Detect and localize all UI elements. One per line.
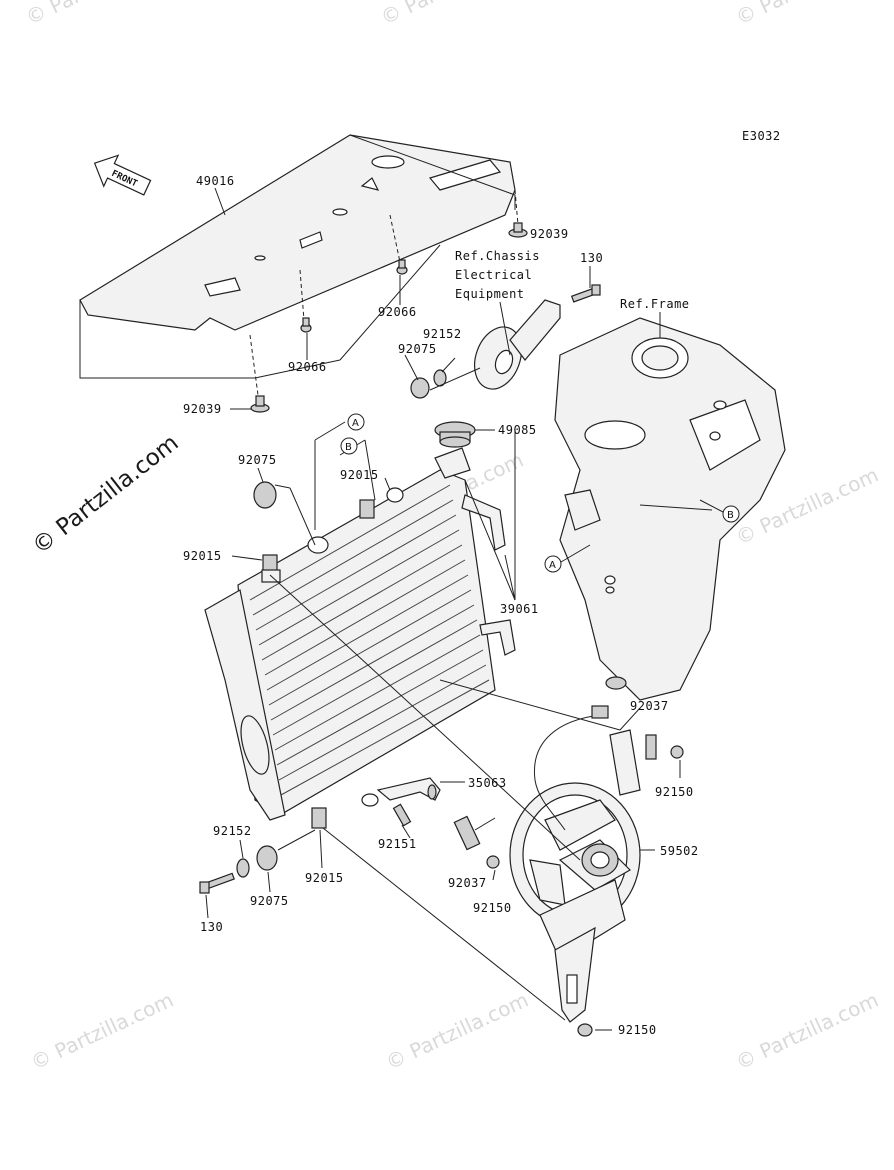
callout-b-left: B	[340, 437, 358, 455]
part-label-92015-bottom: 92015	[305, 871, 344, 885]
part-label-92066-right: 92066	[378, 305, 417, 319]
callout-b-right: B	[722, 505, 740, 523]
callout-a-left: A	[347, 413, 365, 431]
watermark: © Partzilla.com	[27, 988, 177, 1075]
part-label-92015-left: 92015	[183, 549, 222, 563]
svg-text:B: B	[727, 510, 734, 521]
svg-text:B: B	[345, 442, 352, 453]
grommet-92039-top	[508, 222, 528, 238]
grommet-92039-left	[250, 395, 270, 413]
ref-chassis-line1: Ref.Chassis	[455, 249, 540, 263]
fan-stay-92037-mid	[453, 815, 481, 851]
part-label-92150-mid: 92150	[473, 901, 512, 915]
damper-92152-bottom	[236, 858, 250, 878]
nut-92150-mid	[486, 855, 500, 869]
radiator-cap-49085	[434, 421, 476, 448]
diagram-code: E3032	[742, 129, 781, 143]
bracket-92015-bottom	[311, 807, 327, 829]
part-label-92152-top: 92152	[423, 327, 462, 341]
part-label-39061: 39061	[500, 602, 539, 616]
part-label-130-top: 130	[580, 251, 603, 265]
bolt-92066-left	[300, 317, 312, 333]
part-label-92150-bottom: 92150	[618, 1023, 657, 1037]
watermark: © Partzilla.com	[382, 988, 532, 1075]
fan-stay-92037-right	[609, 729, 657, 796]
watermark: © Partzilla.com	[22, 0, 172, 30]
part-label-59502: 59502	[660, 844, 699, 858]
part-label-92039-top: 92039	[530, 227, 569, 241]
damper-92075-top	[410, 377, 430, 399]
part-label-49016: 49016	[196, 174, 235, 188]
ref-frame: Ref.Frame	[620, 297, 690, 311]
part-label-130-bottom: 130	[200, 920, 223, 934]
svg-text:A: A	[549, 560, 556, 571]
part-label-92151: 92151	[378, 837, 417, 851]
part-label-92037-mid: 92037	[448, 876, 487, 890]
part-label-35063: 35063	[468, 776, 507, 790]
radiator-39061	[204, 447, 516, 821]
radiator-cover-49016	[79, 134, 516, 331]
bolt-92066-right	[396, 259, 408, 275]
svg-text:A: A	[352, 418, 359, 429]
frame-ref	[554, 317, 786, 701]
part-label-92152-bottom: 92152	[213, 824, 252, 838]
damper-92075-left	[253, 481, 277, 509]
front-arrow-icon: FRONT	[93, 154, 152, 196]
bolt-92151	[392, 803, 412, 827]
radiator-fins	[249, 484, 490, 796]
nut-92150-right	[670, 745, 684, 759]
horn-ref-chassis	[474, 299, 561, 390]
bolt-130-top	[570, 284, 601, 303]
part-label-92075-bottom: 92075	[250, 894, 289, 908]
part-label-92066-left: 92066	[288, 360, 327, 374]
watermark-main: © Partzilla.com	[28, 430, 184, 560]
bracket-92015-left	[261, 554, 281, 583]
part-label-92039-left: 92039	[183, 402, 222, 416]
part-label-92075-top: 92075	[398, 342, 437, 356]
watermark: © Partzilla.com	[377, 0, 527, 30]
bracket-35063	[361, 777, 441, 807]
part-label-92075-left: 92075	[238, 453, 277, 467]
bolt-130-bottom	[199, 872, 235, 894]
nut-92150-bottom	[577, 1023, 593, 1037]
fan-connector	[591, 705, 609, 719]
cooling-fan-59502	[509, 782, 641, 1023]
ref-chassis-line3: Equipment	[455, 287, 525, 301]
bracket-92015-mid	[359, 499, 375, 519]
watermark: © Partzilla.com	[732, 988, 882, 1075]
watermark: © Partzilla.com	[732, 0, 882, 30]
ref-chassis-line2: Electrical	[455, 268, 532, 282]
part-label-92015-mid: 92015	[340, 468, 379, 482]
damper-92075-bottom	[256, 845, 278, 871]
callout-a-right: A	[544, 555, 562, 573]
part-label-92150-right: 92150	[655, 785, 694, 799]
part-label-49085: 49085	[498, 423, 537, 437]
part-label-92037-right: 92037	[630, 699, 669, 713]
